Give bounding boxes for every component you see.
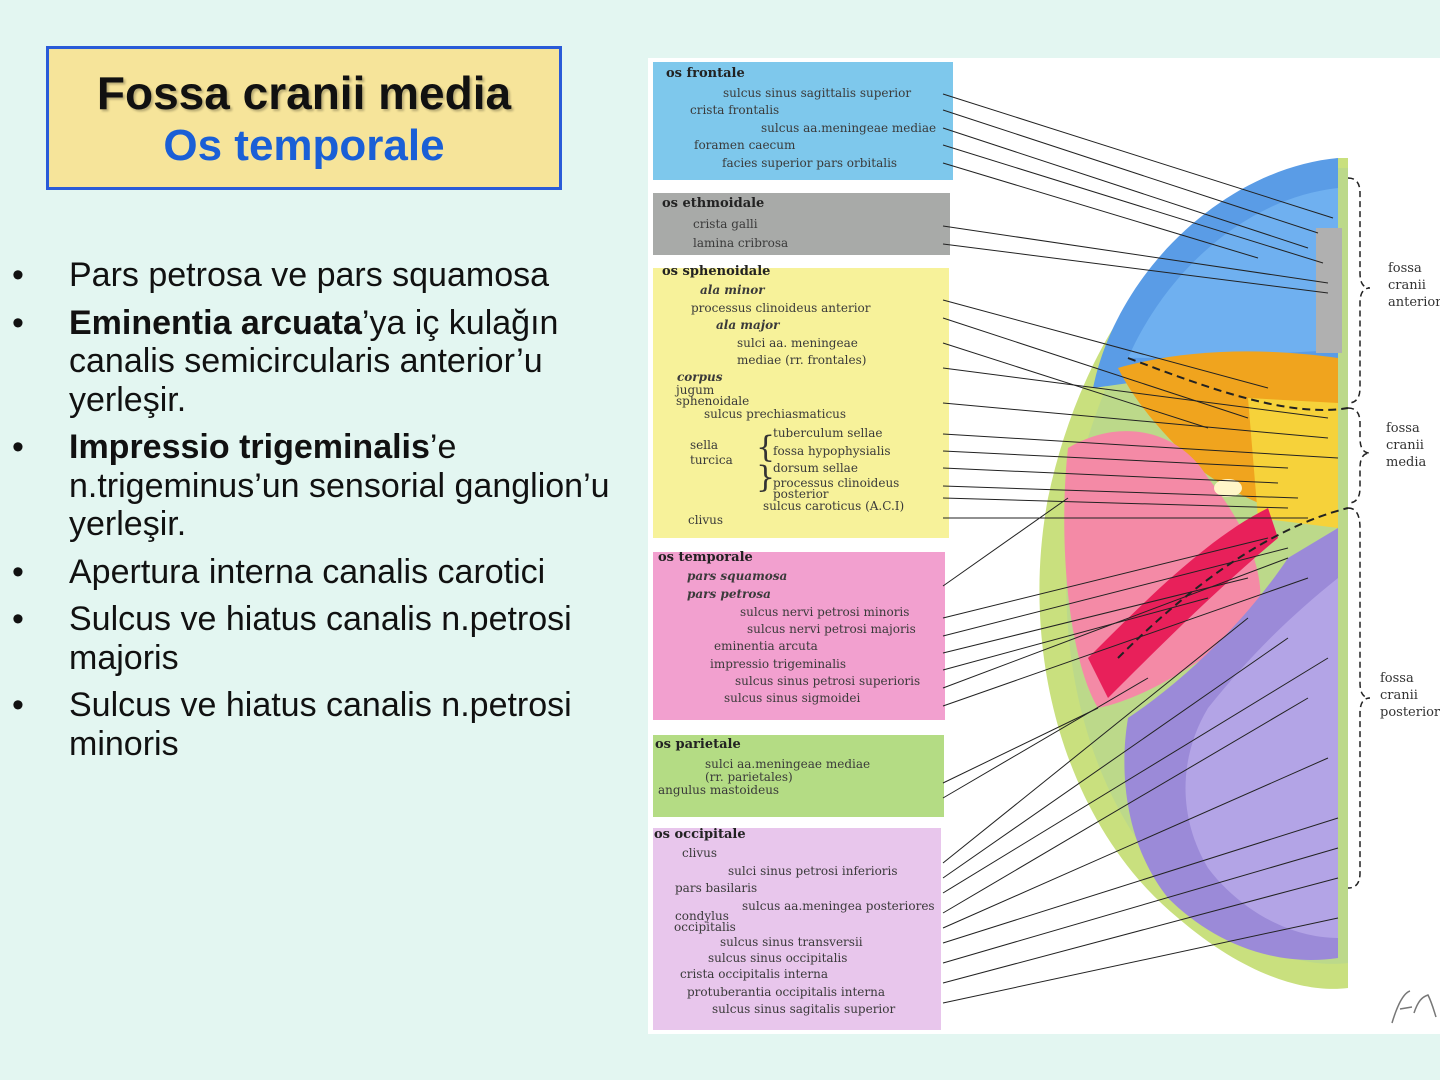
artist-signature: [1391, 990, 1437, 1024]
sphenoidale-header: os sphenoidale: [662, 264, 771, 279]
parietale-label: sulci aa.meningeae mediae: [705, 757, 871, 771]
occipitale-label: clivus: [682, 846, 718, 860]
occipitale-label: sulcus aa.meningea posteriores: [742, 899, 935, 913]
occipitale-label: crista occipitalis interna: [680, 967, 829, 981]
frontale-label: foramen caecum: [694, 138, 796, 152]
title-box: Fossa cranii media Os temporale: [46, 46, 562, 190]
sphenoidale-label: sulci aa. meningeae: [737, 336, 858, 350]
sphenoidale-label: turcica: [690, 453, 733, 467]
bullet-item: •Impressio trigeminalis’e n.trigeminus’u…: [12, 428, 610, 543]
temporale-label: impressio trigeminalis: [710, 657, 847, 671]
bullet-item: •Eminentia arcuata’ya iç kulağın canalis…: [12, 303, 559, 419]
sphenoidale-label: fossa hypophysialis: [773, 444, 891, 458]
sella-turcica: [1214, 479, 1242, 497]
sphenoidale-label: sella: [690, 438, 719, 452]
fossa-boundary-line: [1127, 357, 1349, 411]
leader-lines: [942, 93, 1339, 1004]
ethmoidale-header: os ethmoidale: [662, 196, 765, 211]
skull-diagram: [653, 62, 1371, 1030]
sphenoidale-sublabel: corpus: [677, 370, 723, 384]
ethmoidale-region: [1316, 228, 1342, 353]
fossa-boundary-line-2: [1117, 507, 1349, 659]
petrosa-region: [1088, 508, 1278, 698]
temporale-label: sulcus sinus sigmoidei: [724, 691, 861, 705]
bullet-dot-icon: •: [12, 303, 24, 342]
bullet-dot-icon: •: [12, 552, 24, 591]
temporale-label: eminentia arcuta: [714, 639, 818, 653]
temporale-label: sulcus nervi petrosi minoris: [740, 605, 910, 619]
frontale-label: facies superior pars orbitalis: [722, 156, 898, 170]
sphenoidale-label: sulcus caroticus (A.C.I): [763, 499, 905, 513]
parietale-label: angulus mastoideus: [658, 783, 780, 797]
ethmoidale-label: crista galli: [693, 217, 758, 231]
sphenoidale-label: jugum: [676, 383, 715, 397]
slide-subtitle: Os temporale: [163, 121, 445, 170]
temporale-panel: [653, 552, 945, 720]
parietale-panel: [653, 735, 944, 817]
sphenoidale-panel: [653, 268, 949, 538]
sphenoidale-label: clivus: [688, 513, 724, 527]
bullet-dot-icon: •: [12, 600, 24, 638]
fossa-media-label: fossa cranii media: [1386, 421, 1427, 470]
temporale-label: sulcus sinus petrosi superioris: [735, 674, 921, 688]
bullet-item: •Sulcus ve hiatus canalis n.petrosi mino…: [12, 686, 572, 763]
orbital-region: [1128, 188, 1338, 358]
bullet-item: •Apertura interna canalis carotici: [12, 552, 546, 591]
fossa-braces: [1347, 177, 1371, 889]
sella-brace-icon: {: [756, 430, 776, 465]
ethmoidale-label: lamina cribrosa: [693, 236, 789, 250]
frontale-panel: [653, 62, 953, 180]
fossa-anterior-label: fossa cranii anterior: [1388, 261, 1440, 310]
frontale-label: crista frontalis: [690, 103, 780, 117]
occipitale-label: pars basilaris: [675, 881, 758, 895]
temporale-sublabel: pars petrosa: [687, 587, 771, 601]
sphenoidale-label: processus clinoideus: [773, 476, 900, 490]
parietale-header: os parietale: [655, 737, 741, 752]
bullet-dot-icon: •: [12, 428, 24, 466]
occipitale-inner: [1185, 578, 1338, 938]
ethmoidale-panel: [653, 193, 950, 255]
bullet-item: •Pars petrosa ve pars squamosa: [12, 256, 550, 294]
bullet-dot-icon: •: [12, 256, 24, 294]
sphenoidale-label: processus clinoideus anterior: [691, 301, 871, 315]
bullet-item: •Sulcus ve hiatus canalis n.petrosi majo…: [12, 600, 572, 677]
bullet-dot-icon: •: [12, 686, 24, 724]
temporale-header: os temporale: [658, 550, 753, 565]
skull-base-figure: os frontale sulcus sinus sagittalis supe…: [648, 58, 1440, 1034]
occipitale-label: sulcus sinus transversii: [720, 935, 863, 949]
sphenoidale-label: posterior: [773, 487, 829, 501]
temporale-label: sulcus nervi petrosi majoris: [747, 622, 916, 636]
occipitale-label: sulci sinus petrosi inferioris: [728, 864, 898, 878]
parietale-label: (rr. parietales): [705, 770, 793, 784]
sphenoidale-sublabel: ala minor: [700, 283, 765, 297]
occipitale-panel: [653, 828, 941, 1030]
sphenoidale-label: sulcus prechiasmaticus: [704, 407, 847, 421]
bullet-list: •Pars petrosa ve pars squamosa •Eminenti…: [0, 256, 650, 772]
temporale-sublabel: pars squamosa: [687, 569, 788, 583]
sella-brace-icon: }: [756, 460, 776, 495]
frontale-label: sulcus aa.meningeae mediae: [761, 121, 937, 135]
occipitale-label: sulcus sinus occipitalis: [708, 951, 848, 965]
slide-title: Fossa cranii media: [96, 67, 512, 119]
occipitale-label: protuberantia occipitalis interna: [687, 985, 885, 999]
occipitale-header: os occipitale: [654, 827, 746, 842]
sphenoidale-label: dorsum sellae: [773, 461, 858, 475]
sphenoidale-sublabel: ala major: [716, 318, 780, 332]
sphenoidale-label: tuberculum sellae: [773, 426, 883, 440]
occipitale-label: condylus: [675, 909, 729, 923]
frontale-header: os frontale: [666, 66, 745, 81]
fossa-posterior-label: fossa cranii posterior: [1380, 671, 1440, 720]
sphenoidale-body: [1248, 398, 1338, 528]
sphenoidale-label: mediae (rr. frontales): [737, 353, 867, 367]
occipitale-label: occipitalis: [674, 920, 736, 934]
frontale-label: sulcus sinus sagittalis superior: [723, 86, 912, 100]
sphenoidale-label: sphenoidale: [676, 394, 750, 408]
occipitale-label: sulcus sinus sagitalis superior: [712, 1002, 896, 1016]
